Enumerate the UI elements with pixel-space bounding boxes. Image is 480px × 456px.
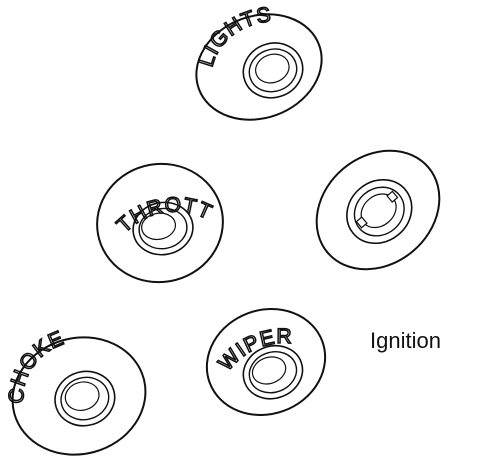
ignition-callout: Ignition bbox=[370, 328, 441, 354]
throttle-knob bbox=[88, 154, 233, 292]
ignition-knob bbox=[293, 126, 464, 294]
wiper-knob bbox=[192, 293, 340, 432]
